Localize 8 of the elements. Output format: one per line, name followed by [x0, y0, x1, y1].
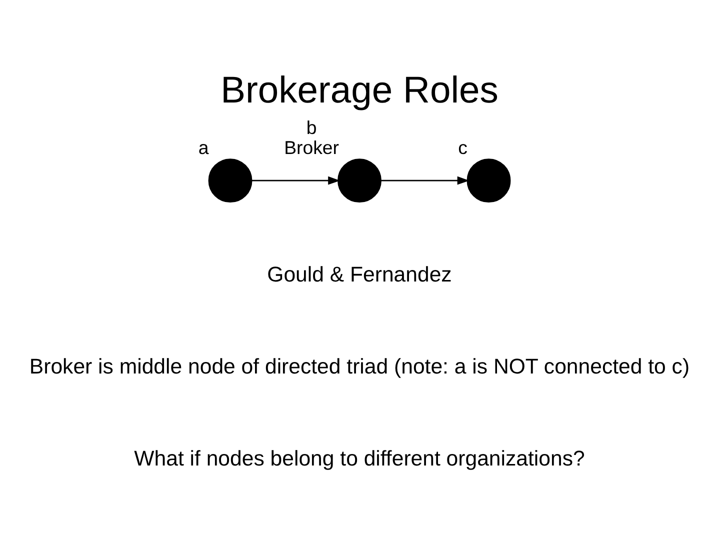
node-label: b: [306, 116, 317, 138]
label: What if nodes belong to different organizations?: [134, 446, 585, 470]
node-label: a: [198, 136, 209, 158]
label: Broker is middle node of directed triad (note: a is NOT connected to c): [29, 354, 690, 378]
label: Gould & Fernandez: [267, 262, 452, 286]
node-label: c: [458, 136, 468, 158]
node-label: Broker: [284, 136, 339, 158]
diagram-title: Brokerage Roles: [220, 68, 498, 110]
